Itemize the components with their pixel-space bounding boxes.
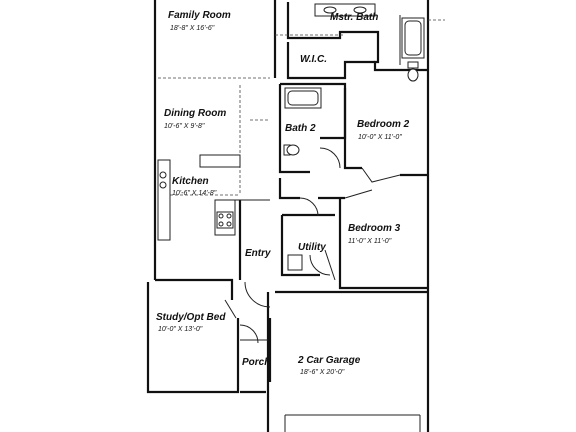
door-swings <box>239 147 341 344</box>
fixtures <box>157 3 425 271</box>
label-bed2: Bedroom 2 <box>357 119 410 130</box>
label-bath: Mstr. Bath <box>330 12 378 23</box>
label-utility: Utility <box>298 242 326 253</box>
dim-bed2: 10'-0" X 11'-0" <box>358 134 402 141</box>
room-labels: Family Room 18'-8" X 16'-6" Mstr. Bath W… <box>156 10 410 376</box>
label-family: Family Room <box>168 10 231 21</box>
interior-walls <box>155 0 428 432</box>
bath2-tub <box>284 87 322 109</box>
label-kitchen: Kitchen <box>172 176 209 187</box>
dim-garage: 18'-6" X 20'-0" <box>300 369 345 376</box>
label-entry: Entry <box>245 248 271 259</box>
label-bath2: Bath 2 <box>285 123 316 134</box>
kitchen-pantry <box>199 154 241 168</box>
label-wic: W.I.C. <box>300 54 327 65</box>
master-tub <box>401 17 425 59</box>
label-dining: Dining Room <box>164 108 226 119</box>
dashed-lines <box>158 19 445 196</box>
exterior-walls <box>146 0 430 432</box>
dim-study: 10'-0" X 13'-0" <box>158 326 203 333</box>
dim-kitchen: 10'-6" X 14'-8" <box>172 190 217 197</box>
dim-family: 18'-8" X 16'-6" <box>170 25 215 32</box>
label-garage: 2 Car Garage <box>297 355 361 366</box>
dim-dining: 10'-6" X 9'-8" <box>164 123 205 130</box>
utility-appliance <box>287 254 303 271</box>
kitchen-counter-left <box>157 159 171 241</box>
dim-bed3: 11'-0" X 11'-0" <box>348 238 392 245</box>
label-study: Study/Opt Bed <box>156 312 226 323</box>
kitchen-island <box>214 199 236 236</box>
label-porch: Porch <box>242 357 270 368</box>
label-bed3: Bedroom 3 <box>348 223 401 234</box>
master-toilet <box>407 61 419 69</box>
